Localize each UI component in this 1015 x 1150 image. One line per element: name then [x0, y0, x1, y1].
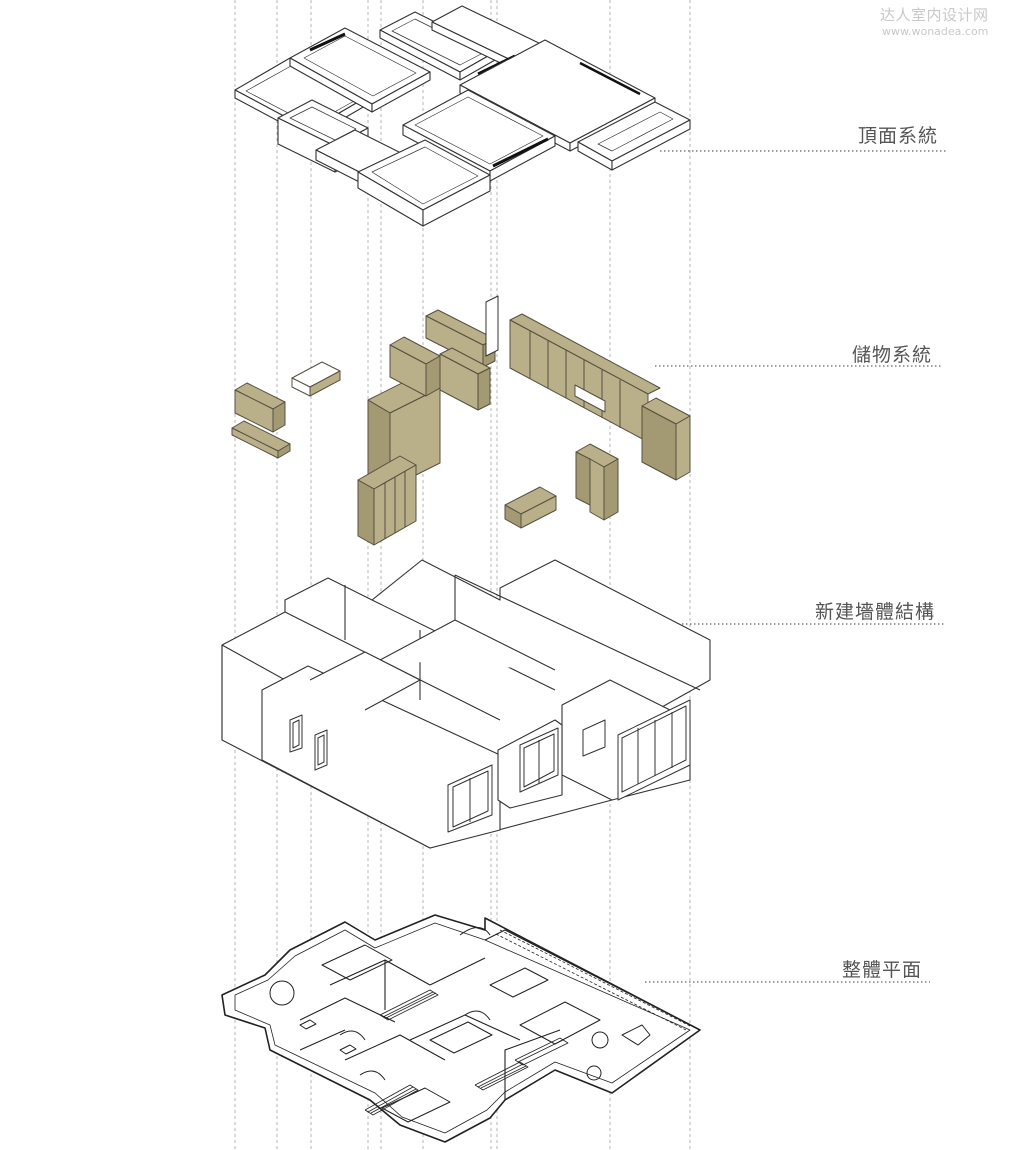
- dining-table: [489, 967, 549, 998]
- floor-plan-inner-outline: [234, 922, 691, 1134]
- window: [617, 699, 691, 801]
- cabinet-unit: [231, 420, 291, 459]
- label-new-wall-structure: 新建墻體結構: [815, 601, 936, 623]
- new-wall-structure-layer: [221, 559, 711, 849]
- wall-segment: [379, 619, 556, 671]
- window: [519, 727, 559, 793]
- cabinet-unit: [641, 397, 691, 481]
- window: [314, 729, 328, 771]
- label-storage-system: 儲物系統: [852, 344, 933, 366]
- side-table: [591, 1031, 609, 1049]
- cabinet-unit: [291, 361, 341, 397]
- storage-system-layer: [231, 295, 691, 546]
- door-swing: [359, 1070, 386, 1081]
- wall-segment: [261, 665, 501, 849]
- door-swing: [464, 1010, 491, 1021]
- cabinet-unit: [357, 455, 417, 546]
- toilet: [299, 1019, 317, 1030]
- ceiling-panel: [577, 101, 691, 171]
- watermark-url: www.wonadea.com: [882, 25, 989, 38]
- sofa: [519, 1001, 601, 1045]
- cabinet-unit: [234, 382, 286, 433]
- door-swing: [339, 1030, 366, 1041]
- overall-floor-plan-layer: [221, 914, 701, 1143]
- feature-shape: [621, 1024, 651, 1046]
- watermark-brand: 达人室内设计网: [880, 6, 989, 24]
- label-overall-floor-plan: 整體平面: [842, 959, 923, 981]
- ceiling-panel: [379, 11, 496, 81]
- cabinet-unit: [575, 443, 619, 521]
- toilet: [339, 1044, 357, 1055]
- floor-plan-hatching: [364, 929, 691, 1116]
- window: [447, 764, 493, 833]
- cabinet-unit: [439, 347, 491, 411]
- bed: [381, 1087, 451, 1123]
- door-swing: [459, 927, 491, 936]
- floor-plan-outline: [221, 914, 701, 1143]
- cabinet-unit: [485, 295, 499, 357]
- wall-segment: [454, 574, 701, 691]
- cabinet-unit: [504, 486, 557, 529]
- planter: [586, 1065, 602, 1081]
- cabinet-unit: [509, 313, 661, 443]
- wall-segment: [309, 651, 421, 711]
- bed: [429, 1021, 493, 1054]
- cabinet-unit: [389, 336, 441, 397]
- window: [582, 719, 606, 757]
- ceiling-system-layer: [234, 5, 691, 227]
- window: [289, 714, 303, 753]
- ceiling-panel: [357, 139, 491, 227]
- floor-plan-furniture: [269, 927, 651, 1123]
- label-ceiling-system: 頂面系統: [858, 125, 939, 147]
- rug: [269, 980, 295, 1006]
- bed: [321, 944, 393, 981]
- label-leader-lines: [645, 150, 946, 983]
- ceiling-panel: [289, 27, 431, 113]
